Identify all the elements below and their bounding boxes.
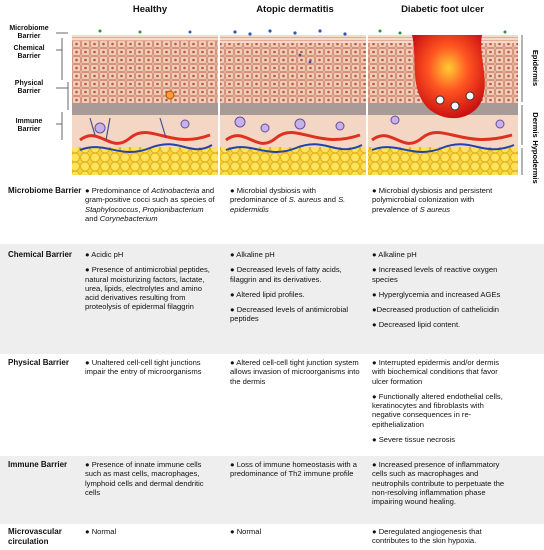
cell-immune-healthy: ● Presence of innate immune cells such a… <box>85 460 215 497</box>
label-immune-barrier: Immune Barrier <box>15 118 43 133</box>
cell-microbiome-atopic: ● Microbial dysbiosis with predominance … <box>230 186 360 214</box>
bullet-item: ● Alkaline pH <box>230 250 275 259</box>
column-title-dfu: Diabetic foot ulcer <box>401 4 484 15</box>
bullet-item: ● Loss of immune homeostasis with a pred… <box>230 460 357 479</box>
row-microbiome: Microbiome Barrier ● Predominance of Act… <box>0 182 544 244</box>
left-bracket-lines <box>56 32 69 140</box>
label-epidermis: Epidermis <box>531 50 540 86</box>
bullet-item: ● Acidic pH <box>85 250 124 259</box>
label-hypodermis: Hypodermis <box>531 140 540 183</box>
cell-microbiome-dfu: ● Microbial dysbiosis and persistent pol… <box>372 186 507 214</box>
cell-chemical-healthy: ● Acidic pH ● Presence of antimicrobial p… <box>85 250 215 312</box>
cell-chemical-dfu: ● Alkaline pH ● Increased levels of react… <box>372 250 507 330</box>
panel-dfu <box>368 29 518 175</box>
bullet-item: ● Alkaline pH <box>372 250 417 259</box>
bullet-item: ● Decreased lipid content. <box>372 320 461 330</box>
row-head-chemical: Chemical Barrier <box>8 250 73 259</box>
bullet-item: ● Decreased levels of fatty acids, filag… <box>230 265 342 284</box>
bullet-item: ● Presence of innate immune cells such a… <box>85 460 204 497</box>
bullet-item: ● Hyperglycemia and increased AGEs <box>372 289 501 299</box>
bullet-item: ● Presence of antimicrobial peptides, na… <box>85 265 210 312</box>
row-chemical: Chemical Barrier ● Acidic pH ● Presence o… <box>0 244 544 354</box>
bullet-item: ● Microbial dysbiosis with predominance … <box>230 186 346 214</box>
row-physical: Physical Barrier ● Unaltered cell-cell t… <box>0 354 544 456</box>
skin-layers-svg: Epidermis Dermis Hypodermis <box>56 29 540 184</box>
column-title-atopic: Atopic dermatitis <box>256 4 334 15</box>
bullet-item: ● Normal <box>85 527 117 536</box>
cell-microbiome-healthy: ● Predominance of Actinobacteria and gra… <box>85 186 215 223</box>
panel-atopic <box>220 29 366 175</box>
label-physical-barrier: Physical Barrier <box>14 80 44 95</box>
row-head-microvascular: Microvascular circulation <box>8 527 62 546</box>
bullet-item: ● Microbial dysbiosis and persistent pol… <box>372 186 493 214</box>
panel-healthy <box>72 29 218 175</box>
bullet-item: ● Altered cell-cell tight junction syste… <box>230 358 360 386</box>
bullet-item: ● Normal <box>230 527 262 536</box>
cell-chemical-atopic: ● Alkaline pH ● Decreased levels of fatty… <box>230 250 360 324</box>
cell-physical-dfu: ● Interrupted epidermis and/or dermis wi… <box>372 358 507 444</box>
bullet-item: ● Severe tissue necrosis <box>372 435 456 445</box>
skin-illustration: Healthy Atopic dermatitis Diabetic foot … <box>0 0 544 185</box>
bullet-item: ● Decreased levels of antimicrobial pept… <box>230 305 349 324</box>
cell-physical-healthy: ● Unaltered cell-cell tight junctions im… <box>85 358 215 377</box>
cell-immune-atopic: ● Loss of immune homeostasis with a pred… <box>230 460 360 479</box>
row-microvascular: Microvascular circulation ● Normal ● Nor… <box>0 524 544 550</box>
cell-physical-atopic: ● Altered cell-cell tight junction syste… <box>230 358 360 386</box>
cell-microvascular-atopic: ● Normal <box>230 527 360 536</box>
bullet-item: ● Interrupted epidermis and/or dermis wi… <box>372 358 499 386</box>
row-head-immune: Immune Barrier <box>8 460 68 469</box>
bullet-item: ● Unaltered cell-cell tight junctions im… <box>85 358 202 377</box>
bullet-item: ●Decreased production of cathelicidin <box>372 305 500 315</box>
bullet-item: ● Increased presence of inflammatory cel… <box>372 460 505 507</box>
label-chemical-barrier: Chemical Barrier <box>13 45 45 60</box>
row-head-physical: Physical Barrier <box>8 358 69 367</box>
row-immune: Immune Barrier ● Presence of innate immu… <box>0 456 544 524</box>
bullet-item: ● Functionally altered endothelial cells… <box>372 391 503 429</box>
bullet-item: ● Predominance of Actinobacteria and gra… <box>85 186 215 223</box>
label-microbiome-barrier: Microbiome Barrier <box>9 25 49 40</box>
label-dermis: Dermis <box>531 112 540 137</box>
cell-microvascular-dfu: ● Deregulated angiogenesis that contribu… <box>372 527 507 546</box>
bullet-item: ● Altered lipid profiles. <box>230 289 305 299</box>
column-title-healthy: Healthy <box>132 4 168 15</box>
bullet-item: ● Increased levels of reactive oxygen sp… <box>372 265 498 284</box>
cell-microvascular-healthy: ● Normal <box>85 527 215 536</box>
row-head-microbiome: Microbiome Barrier <box>8 186 82 195</box>
bullet-item: ● Deregulated angiogenesis that contribu… <box>372 527 482 546</box>
cell-immune-dfu: ● Increased presence of inflammatory cel… <box>372 460 507 506</box>
